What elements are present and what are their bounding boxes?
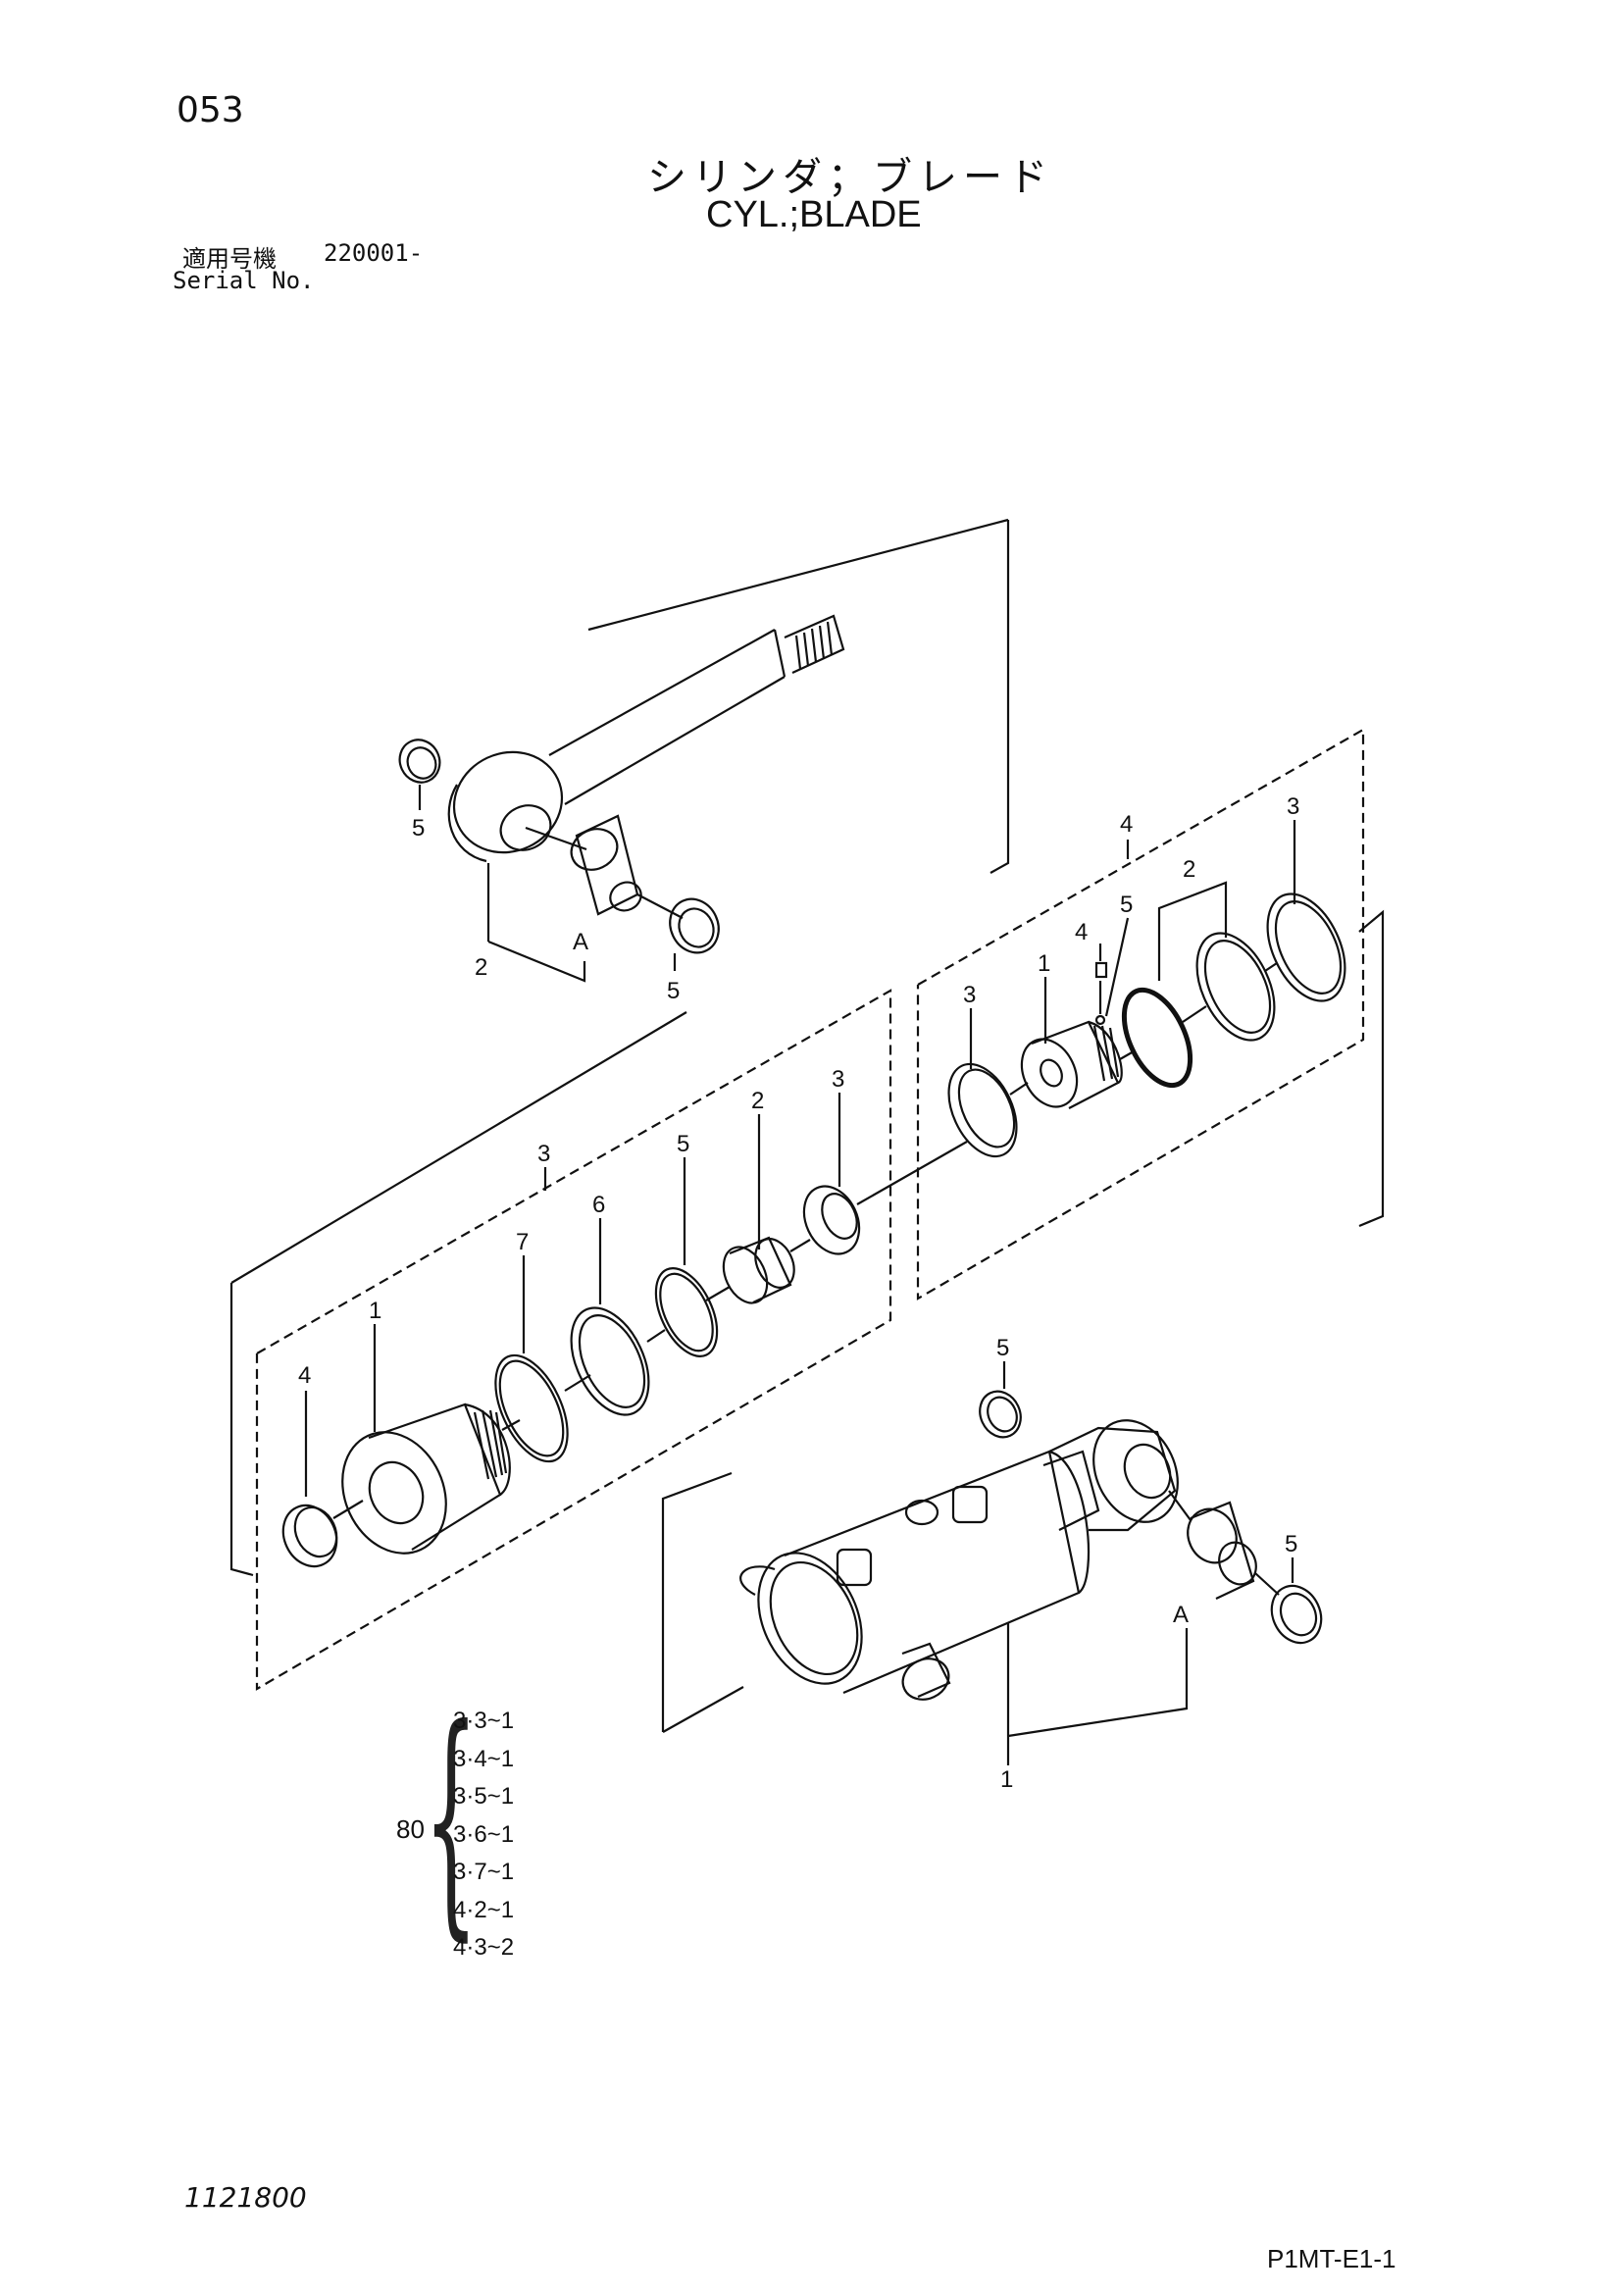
label-head-body: 1 — [369, 1298, 381, 1324]
label-piston-seal-group: 2 — [1183, 856, 1195, 883]
label-tube-body: 1 — [1000, 1766, 1013, 1793]
tube-assembly — [661, 1361, 1323, 1765]
seal-kit-item: 3·6~1 — [453, 1820, 515, 1848]
rod-assembly — [398, 518, 1010, 983]
seal-kit-list: 3·3~1 3·4~1 3·5~1 3·6~1 3·7~1 4·2~1 4·3~… — [453, 1703, 514, 1967]
label-head-assembly: 3 — [537, 1141, 550, 1167]
serial-value: 220001- — [324, 239, 424, 267]
label-rod-ring-right: 5 — [667, 978, 680, 1004]
label-head-dust-seal: 4 — [298, 1362, 311, 1389]
piston-dashed-box — [916, 728, 1365, 1301]
seal-kit-item: 4·2~1 — [453, 1896, 515, 1923]
head-dashed-box — [255, 989, 892, 1691]
label-rod-bushing: A — [573, 929, 588, 955]
seal-kit-item: 4·3~2 — [453, 1934, 515, 1961]
label-head-bushing: 2 — [751, 1088, 764, 1114]
seal-kit-brace: { — [424, 1676, 479, 1962]
label-tube-ring-top: 5 — [996, 1335, 1009, 1361]
piston-parts — [947, 820, 1346, 1158]
label-rod-ring-left: 5 — [412, 815, 425, 842]
serial-label-japanese: 適用号機 — [182, 245, 277, 273]
label-piston-assembly: 4 — [1120, 811, 1133, 838]
label-tube-bushing: A — [1173, 1602, 1189, 1628]
label-tube-ring-right: 5 — [1285, 1531, 1297, 1557]
label-piston-ring-left: 3 — [963, 982, 976, 1008]
drawing-code: 1121800 — [184, 2181, 307, 2214]
part-labels: 5 2 A 5 3 4 1 7 6 5 2 3 4 3 1 4 5 2 3 5 … — [298, 793, 1299, 1793]
title-english: CYL.;BLADE — [706, 194, 922, 235]
label-piston-ring-right: 3 — [1287, 793, 1299, 820]
label-head-oring: 7 — [516, 1229, 529, 1255]
title-japanese: シリンダ；ブレード — [647, 155, 1053, 200]
label-head-seal: 3 — [832, 1066, 844, 1093]
label-head-ring: 5 — [677, 1131, 689, 1157]
label-head-backup: 6 — [592, 1192, 605, 1218]
label-piston-body: 1 — [1038, 950, 1050, 977]
page-number: 053 — [177, 90, 244, 130]
head-parts — [281, 1093, 968, 1568]
label-rod-bracket: 2 — [475, 954, 487, 981]
label-piston-screw: 4 — [1075, 919, 1088, 945]
seal-kit-item: 3·7~1 — [453, 1859, 515, 1885]
seal-kit-item: 3·3~1 — [453, 1708, 515, 1734]
page-code: P1MT-E1-1 — [1267, 2244, 1396, 2273]
seal-kit-item: 3·4~1 — [453, 1745, 515, 1772]
seal-kit-quantity: 80 — [396, 1814, 425, 1844]
seal-kit-item: 3·5~1 — [453, 1783, 515, 1810]
label-piston-ball: 5 — [1120, 892, 1133, 918]
serial-label-english: Serial No. — [173, 267, 315, 294]
